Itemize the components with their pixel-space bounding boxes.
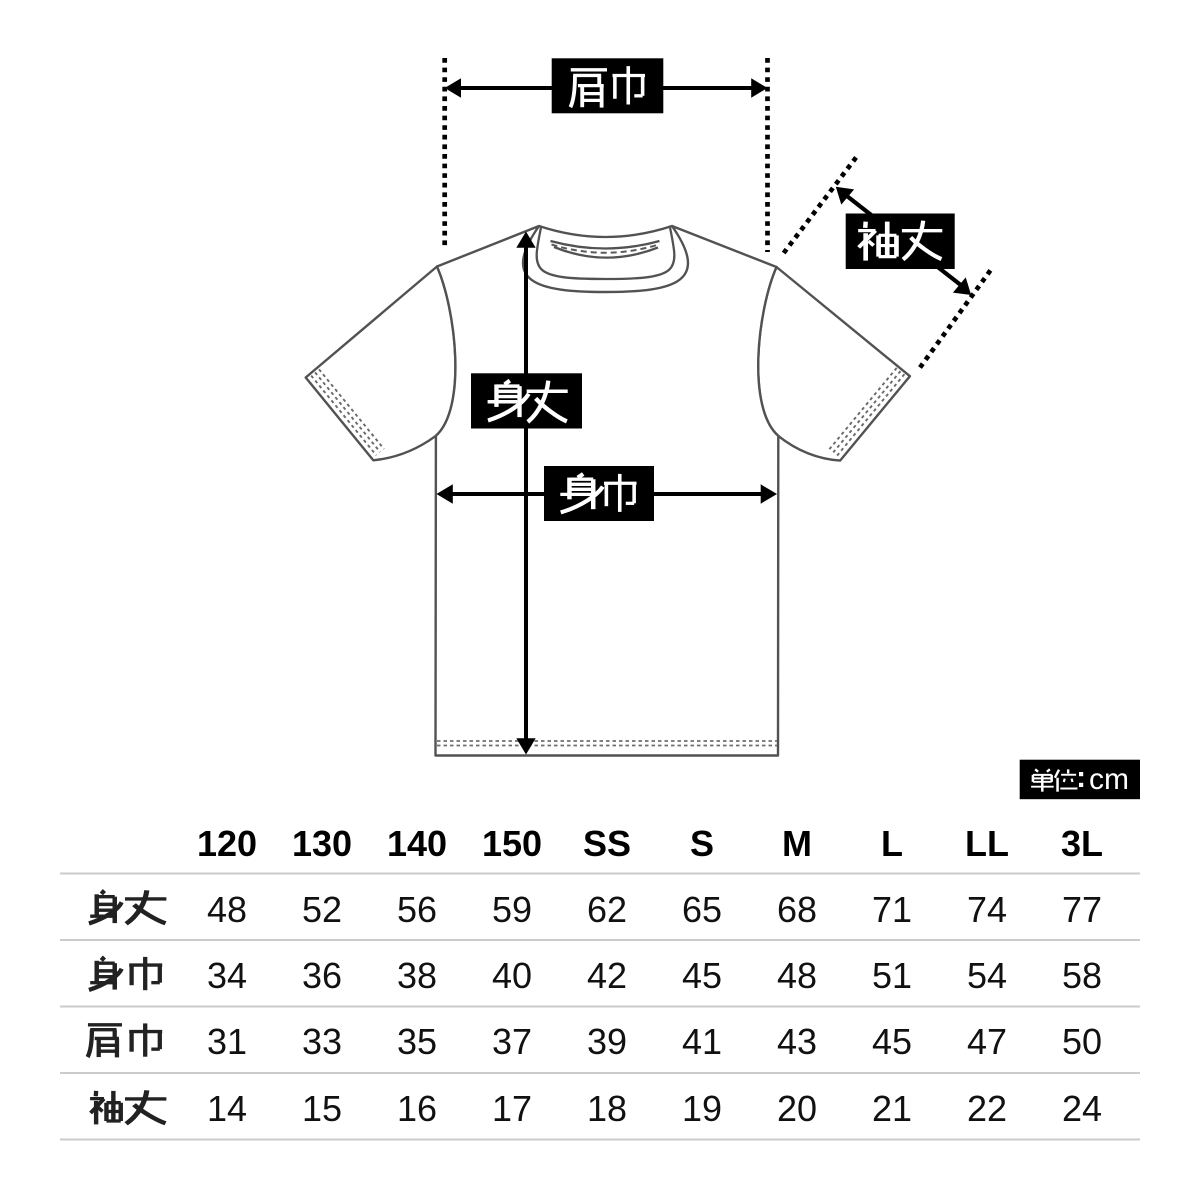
svg-text:56: 56 [397,889,437,930]
svg-text:cm: cm [1089,763,1129,796]
svg-text:65: 65 [682,889,722,930]
svg-text:50: 50 [1062,1021,1102,1062]
svg-text:14: 14 [207,1088,247,1129]
svg-text:39: 39 [587,1021,627,1062]
svg-text:17: 17 [492,1088,532,1129]
svg-text:48: 48 [777,955,817,996]
svg-text:33: 33 [302,1021,342,1062]
svg-text:45: 45 [872,1021,912,1062]
svg-text:21: 21 [872,1088,912,1129]
svg-text:52: 52 [302,889,342,930]
svg-text:41: 41 [682,1021,722,1062]
svg-text:43: 43 [777,1021,817,1062]
svg-text:37: 37 [492,1021,532,1062]
svg-text:36: 36 [302,955,342,996]
svg-text:SS: SS [583,823,631,864]
svg-text:59: 59 [492,889,532,930]
svg-text:31: 31 [207,1021,247,1062]
svg-text:LL: LL [965,823,1009,864]
svg-text:38: 38 [397,955,437,996]
svg-text:34: 34 [207,955,247,996]
svg-text:M: M [782,823,812,864]
svg-text:74: 74 [967,889,1007,930]
svg-text:40: 40 [492,955,532,996]
svg-text:20: 20 [777,1088,817,1129]
svg-text:54: 54 [967,955,1007,996]
svg-text:16: 16 [397,1088,437,1129]
svg-text:120: 120 [197,823,257,864]
svg-text:77: 77 [1062,889,1102,930]
svg-text:L: L [881,823,903,864]
svg-text:130: 130 [292,823,352,864]
svg-text:15: 15 [302,1088,342,1129]
svg-text:140: 140 [387,823,447,864]
svg-text:24: 24 [1062,1088,1102,1129]
svg-text:48: 48 [207,889,247,930]
svg-text:150: 150 [482,823,542,864]
svg-text:71: 71 [872,889,912,930]
svg-text:S: S [690,823,714,864]
svg-text:3L: 3L [1061,823,1103,864]
svg-text:62: 62 [587,889,627,930]
svg-text:22: 22 [967,1088,1007,1129]
svg-text:19: 19 [682,1088,722,1129]
svg-text:47: 47 [967,1021,1007,1062]
svg-text:18: 18 [587,1088,627,1129]
svg-text:35: 35 [397,1021,437,1062]
svg-text:45: 45 [682,955,722,996]
svg-text:42: 42 [587,955,627,996]
svg-text:68: 68 [777,889,817,930]
svg-text:58: 58 [1062,955,1102,996]
svg-text:51: 51 [872,955,912,996]
